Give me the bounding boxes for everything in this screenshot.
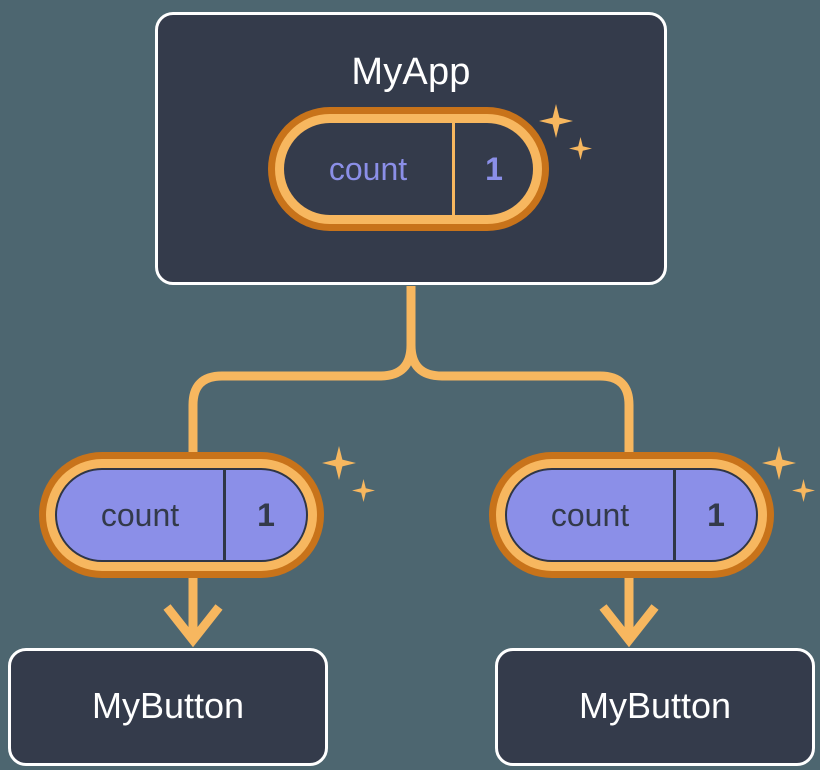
button-card-label: MyButton: [578, 685, 732, 726]
signal-pill-app[interactable]: count 1: [268, 107, 549, 231]
sparkle-icon: [322, 446, 356, 480]
signal-pill-ring-outer: count 1: [489, 452, 774, 578]
arrow-down-icon-left: [163, 604, 223, 648]
signal-value: 1: [707, 496, 725, 533]
page-title: MyApp: [351, 51, 471, 93]
signal-pill-body: count 1: [505, 468, 758, 562]
sparkle-small-icon: [352, 479, 375, 502]
sparkle-group-left: [322, 446, 384, 516]
button-card-label: MyButton: [91, 685, 245, 726]
signal-value: 1: [257, 496, 275, 533]
signal-pill-ring-outer: count 1: [268, 107, 549, 231]
signal-divider: [223, 470, 226, 560]
signal-value: 1: [485, 150, 503, 187]
sparkle-small-icon: [792, 479, 815, 502]
signal-pill-right[interactable]: count 1: [489, 452, 774, 578]
signal-name: count: [550, 496, 630, 533]
signal-pill-ring-inner: count 1: [46, 459, 317, 571]
signal-name: count: [100, 496, 180, 533]
signal-pill-ring-inner: count 1: [496, 459, 767, 571]
signal-name: count: [328, 150, 408, 187]
button-card-right[interactable]: MyButton: [495, 648, 815, 766]
signal-pill-left[interactable]: count 1: [39, 452, 324, 578]
signal-pill-body: count 1: [284, 123, 533, 215]
button-card-left[interactable]: MyButton: [8, 648, 328, 766]
signal-divider: [452, 123, 455, 215]
signal-pill-ring-outer: count 1: [39, 452, 324, 578]
signal-divider: [673, 470, 676, 560]
arrow-down-icon-right: [599, 604, 659, 648]
edge-root-to-branch-right: [406, 344, 634, 462]
edge-root-to-branch-left: [188, 344, 416, 462]
signal-pill-ring-inner: count 1: [275, 114, 542, 224]
signal-pill-body: count 1: [55, 468, 308, 562]
